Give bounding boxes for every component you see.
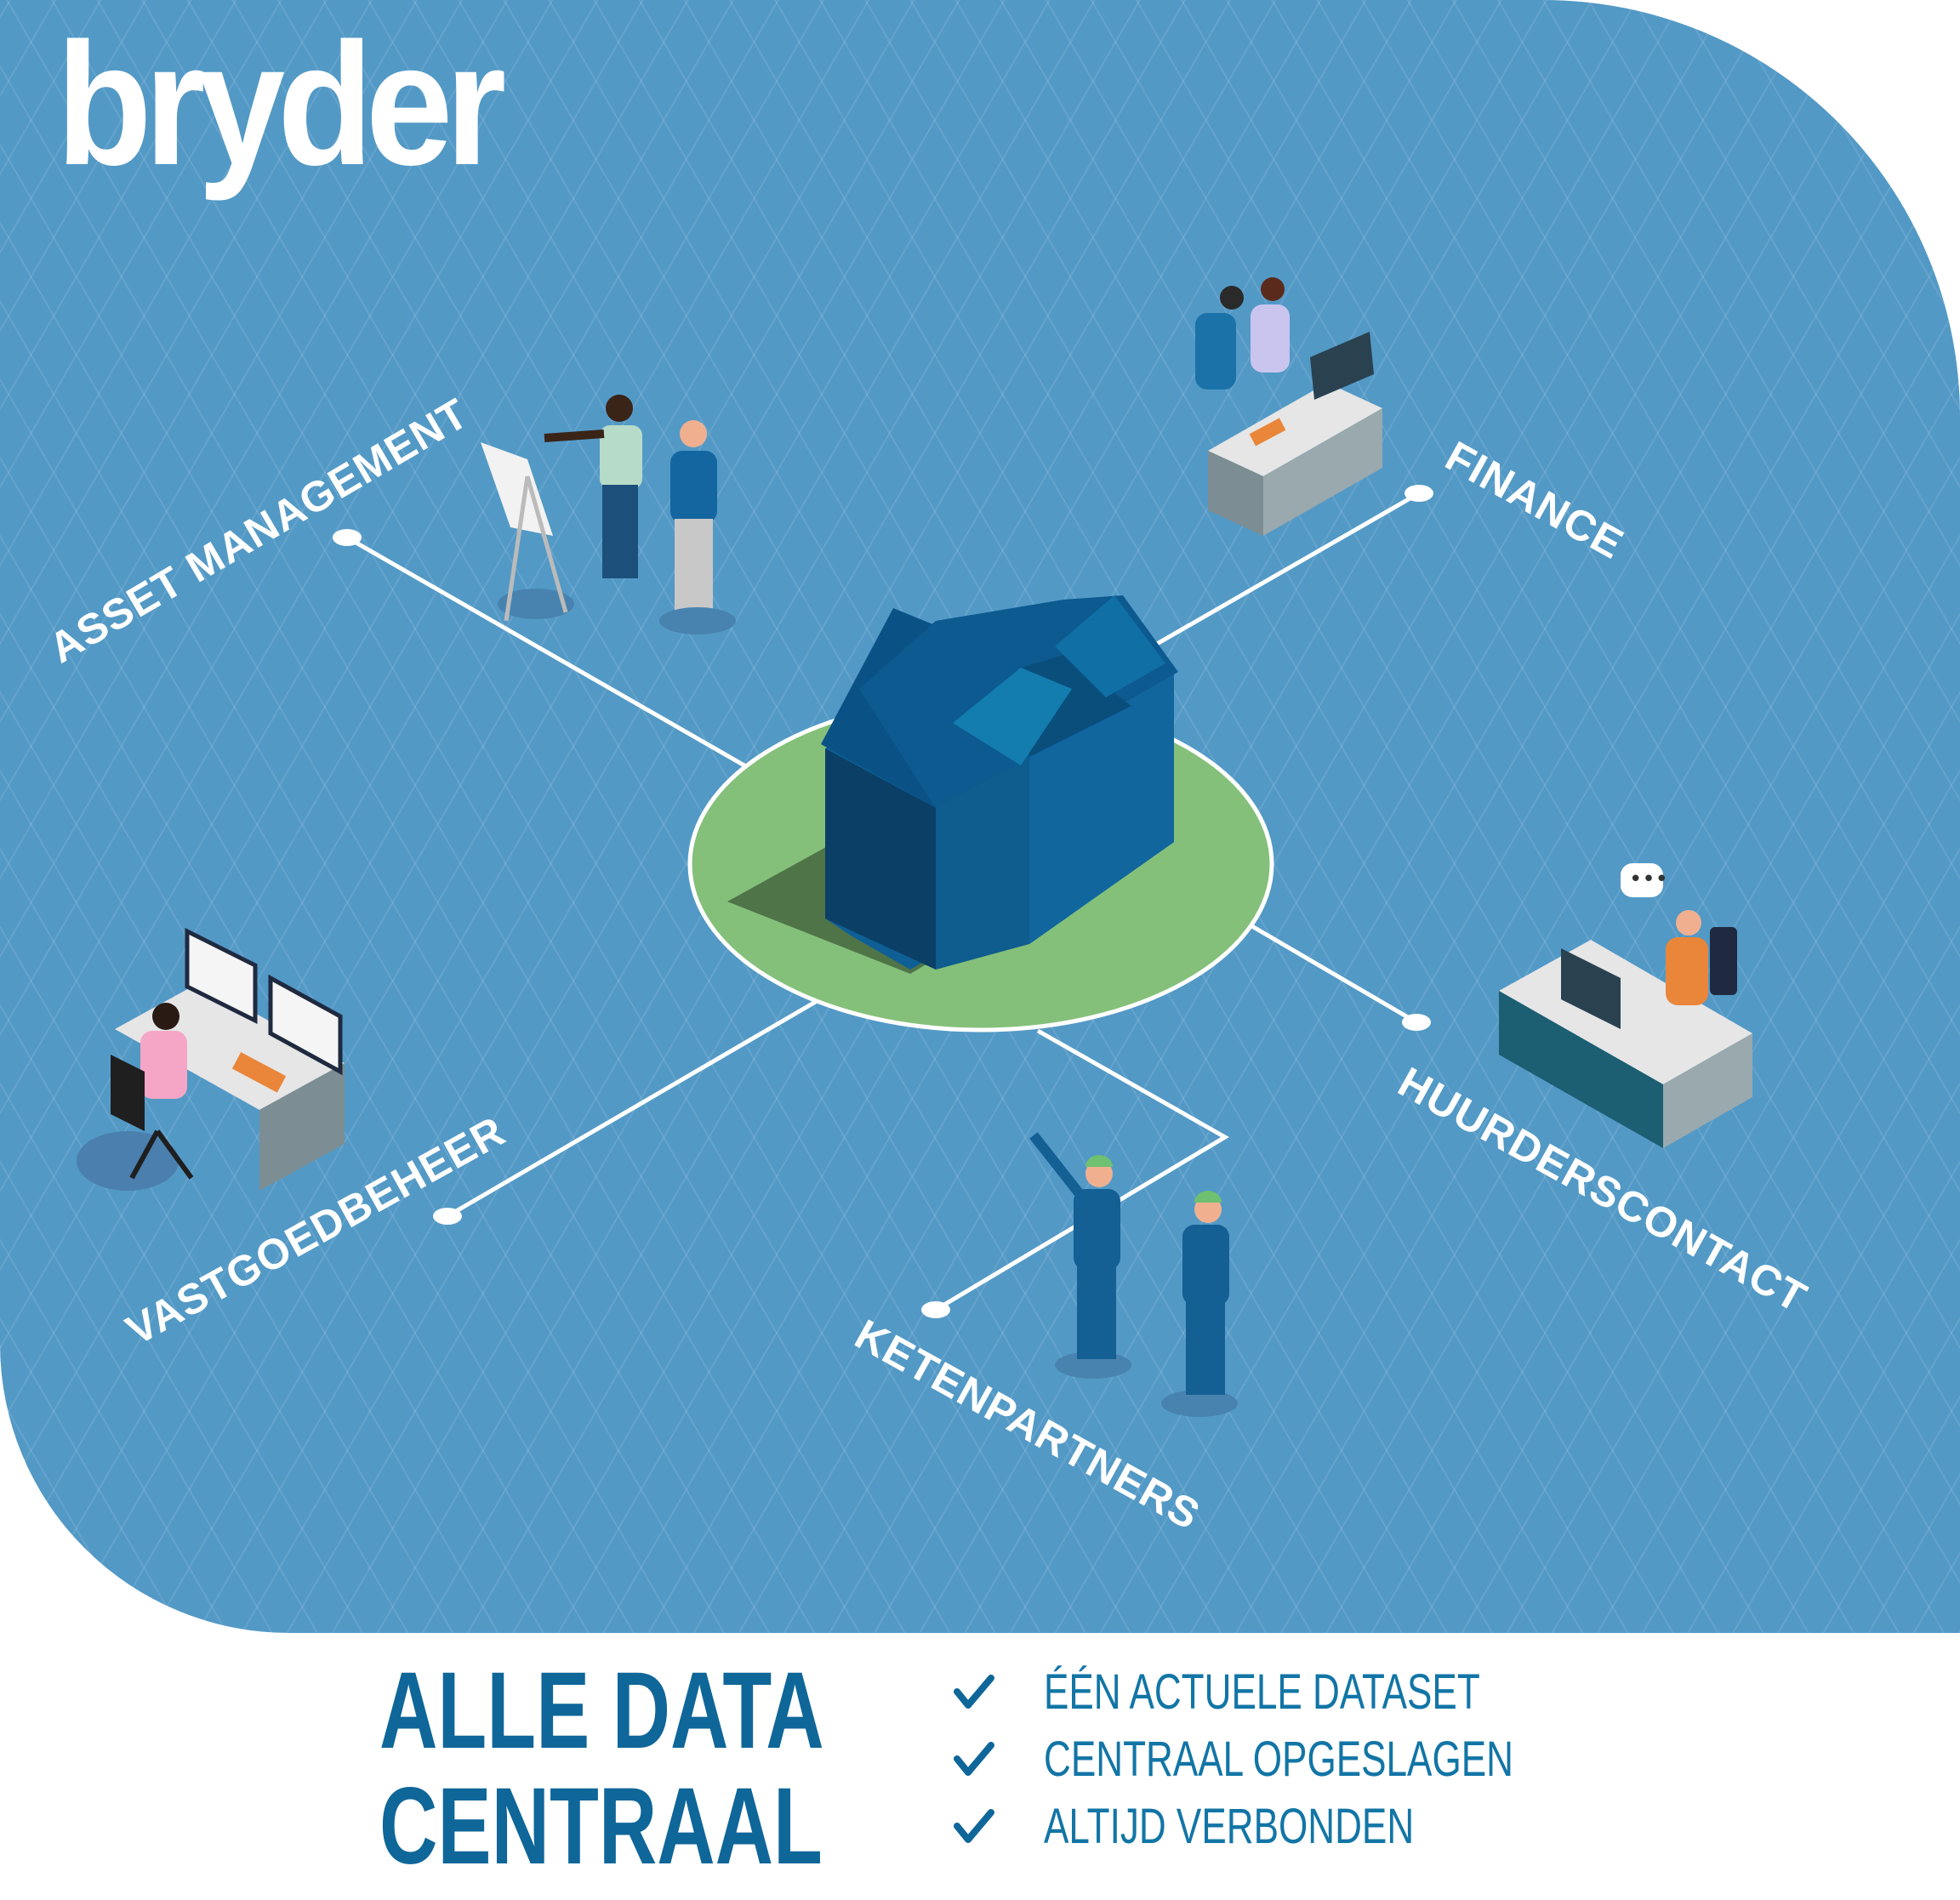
connector-huurderscontact — [1249, 923, 1418, 1025]
asset-management-illustration — [481, 395, 736, 634]
connector-ketenpartners — [934, 1028, 1229, 1312]
headline-line-1: ALLE DATA — [379, 1650, 824, 1772]
connector-dots — [333, 485, 1433, 1318]
connector-finance — [1155, 491, 1421, 646]
huurderscontact-illustration: ••• — [1499, 863, 1752, 1148]
benefit-item: ALTIJD VERBONDEN — [953, 1801, 1414, 1852]
ketenpartners-illustration — [1029, 1132, 1238, 1417]
check-icon — [954, 1742, 994, 1776]
benefit-text: ALTIJD VERBONDEN — [1044, 1799, 1415, 1854]
vastgoedbeheer-illustration — [77, 927, 345, 1191]
headline-line-2: CENTRAAL — [379, 1766, 823, 1887]
isometric-scene: ••• — [77, 277, 1752, 1417]
connector-asset-management — [345, 535, 746, 768]
connector-lines — [345, 491, 1421, 1312]
benefit-item: ÉÉN ACTUELE DATASET — [953, 1667, 1480, 1718]
check-icon — [954, 1809, 994, 1843]
finance-illustration — [1195, 277, 1382, 536]
connector-vastgoedbeheer — [446, 998, 820, 1219]
check-icon — [954, 1675, 994, 1709]
benefit-item: CENTRAAL OPGESLAGEN — [953, 1734, 1513, 1785]
bryder-logo: bryder — [56, 7, 506, 202]
benefit-text: ÉÉN ACTUELE DATASET — [1044, 1664, 1480, 1720]
house-illustration — [727, 595, 1178, 974]
benefit-text: CENTRAAL OPGESLAGEN — [1044, 1732, 1513, 1787]
svg-text:•••: ••• — [1629, 867, 1668, 892]
